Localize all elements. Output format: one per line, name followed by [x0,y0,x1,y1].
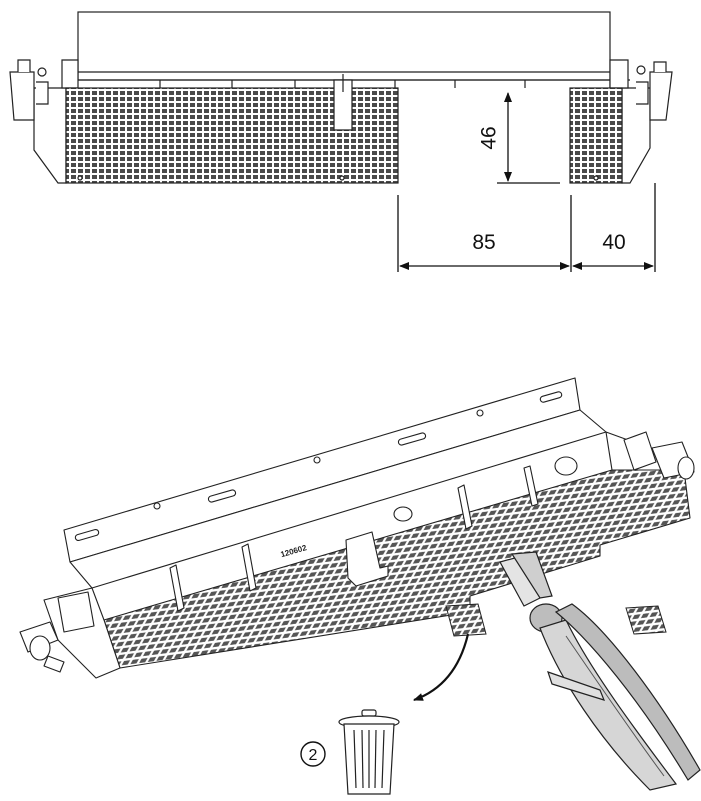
curved-arrow-icon [413,633,470,702]
trash-bin-icon [338,709,400,795]
step-number: 2 [309,747,318,764]
iso-center-tab [345,531,389,587]
front-top-slab [77,11,611,81]
front-right-clip [649,71,673,121]
dimension-width-remaining-label: 40 [602,231,625,254]
iso-view [19,377,695,679]
cut-mesh-piece-right [625,605,667,635]
dimension-widths [397,183,656,272]
part-code: 120602 [280,543,309,559]
dimension-height [497,92,560,184]
side-cutter-pliers-icon [499,551,701,791]
front-view [9,11,673,184]
step-badge [300,741,326,767]
front-mesh-right [569,87,623,184]
dimension-height-label: 46 [478,126,501,149]
dimension-width-cut-label: 85 [472,231,495,254]
front-center-tab [333,79,353,131]
cut-mesh-piece-left [445,603,487,637]
front-left-clip [9,71,35,121]
front-left-housing [33,87,67,184]
